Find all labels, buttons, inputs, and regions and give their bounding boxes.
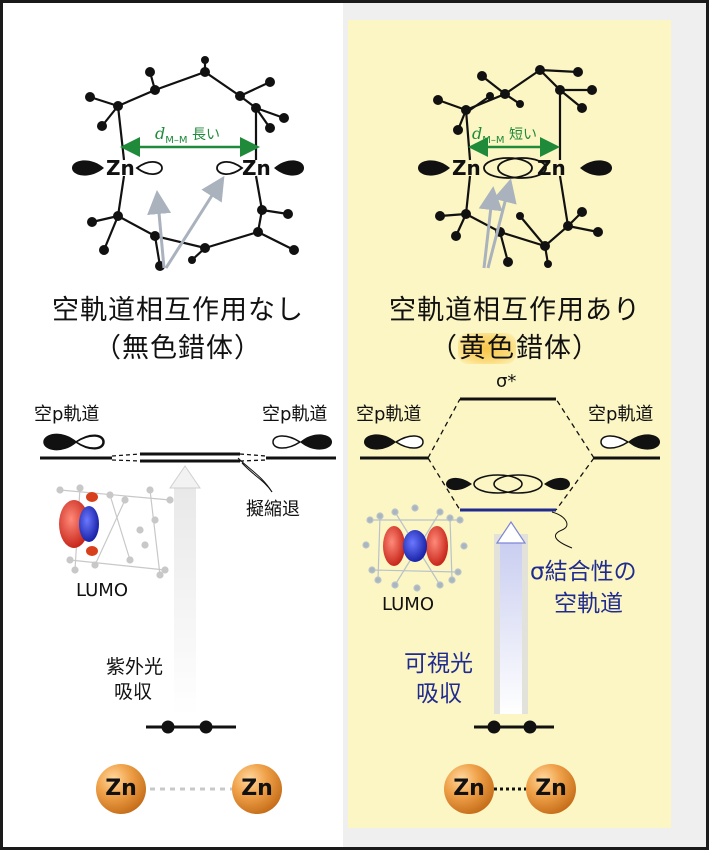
left-caption-line1: 空軌道相互作用なし: [52, 295, 304, 326]
right-caption-open: （: [430, 333, 458, 364]
right-sigma-label-line2: 空軌道: [554, 591, 623, 617]
right-empty-p-orbital-left-white: [394, 435, 424, 449]
left-zn2-inner-lobe: [216, 161, 244, 175]
visible-light-arrowhead: [495, 520, 527, 544]
left-empty-p-orbital-right-white: [272, 435, 302, 449]
right-sigma-orbital-shape: [446, 474, 570, 494]
left-distance-text: 長い: [187, 127, 220, 143]
right-empty-p-orbital-left: [364, 434, 396, 450]
left-absorption-line1: 紫外光: [106, 656, 164, 678]
right-caption-rest: 錯体: [516, 333, 572, 364]
right-distance-label: dM–M 短い: [472, 124, 537, 146]
visible-light-beam: [500, 540, 522, 714]
left-caption-line2: （無色錯体）: [8, 326, 348, 365]
right-zn-atom-2: Zn: [537, 156, 566, 180]
left-zn-atom-1: Zn: [106, 156, 135, 180]
right-caption-highlight: 黄色: [458, 333, 516, 364]
right-absorption-line2: 吸収: [416, 681, 462, 707]
right-absorption-line1: 可視光: [404, 651, 473, 677]
right-caption-line2: （黄色錯体）: [350, 326, 680, 365]
right-zn1-outer-lobe: [418, 160, 450, 176]
left-orbital-label-right: 空p軌道: [262, 404, 328, 425]
right-sigma-pointer: [551, 511, 573, 549]
left-electron-2: [199, 720, 213, 734]
right-empty-p-orbital-right: [628, 434, 660, 450]
left-orbital-label-left: 空p軌道: [34, 404, 100, 425]
right-distance-symbol: d: [472, 124, 483, 143]
left-distance-symbol: d: [155, 124, 166, 143]
right-empty-p-orbital-right-white: [600, 435, 630, 449]
right-orbital-label-left: 空p軌道: [356, 404, 422, 425]
left-zn1-inner-lobe: [135, 161, 163, 175]
right-sigma-label-line1: σ結合性の: [530, 559, 637, 585]
left-empty-p-orbital-left-white: [74, 435, 104, 449]
right-bonding-orbital: [483, 157, 547, 179]
right-lumo-label: LUMO: [382, 594, 435, 615]
left-zn1-outer-lobe: [72, 160, 104, 176]
left-zn-atom-2: Zn: [242, 156, 271, 180]
right-mo-correlation-lines: [427, 398, 595, 511]
right-caption-line1: 空軌道相互作用あり: [389, 295, 641, 326]
left-empty-p-orbital-right: [300, 434, 332, 450]
left-distance-subscript: M–M: [165, 135, 188, 147]
uv-light-beam: [174, 485, 196, 715]
left-distance-label: dM–M 長い: [155, 124, 220, 146]
right-pointer-arrows: [478, 178, 517, 269]
right-distance-subscript: M–M: [482, 135, 505, 147]
right-molecule-atoms: [433, 65, 603, 268]
right-sigma-star-label: σ*: [496, 371, 517, 392]
left-degenerate-pointer2: [241, 462, 273, 493]
left-zn-ball-2: Zn: [232, 764, 282, 814]
left-caption-open: （: [94, 333, 122, 364]
right-zn2-outer-lobe: [580, 160, 612, 176]
right-electron-1: [487, 720, 501, 734]
uv-light-arrowhead: [169, 465, 201, 489]
left-dashed-connectors: [111, 453, 267, 462]
left-pointer-arrows: [147, 175, 225, 269]
left-lumo-model: [56, 484, 174, 579]
left-caption-text: 無色錯体: [122, 333, 234, 364]
left-zn2-outer-lobe: [274, 160, 304, 176]
right-lumo-model: [362, 504, 468, 592]
left-electron-1: [161, 720, 175, 734]
right-zn-atom-1: Zn: [452, 156, 481, 180]
right-distance-text: 短い: [504, 127, 537, 143]
left-absorption-line2: 吸収: [114, 681, 153, 703]
left-caption-close: ）: [234, 333, 262, 364]
right-caption-close: ）: [572, 333, 600, 364]
right-zn-ball-1: Zn: [444, 764, 494, 814]
right-orbital-label-right: 空p軌道: [588, 404, 654, 425]
left-molecule-atoms: [85, 56, 299, 271]
left-lumo-label: LUMO: [76, 580, 129, 601]
left-degenerate-label: 擬縮退: [246, 499, 300, 520]
right-zn-ball-2: Zn: [526, 764, 576, 814]
right-electron-2: [523, 720, 537, 734]
left-zn-ball-1: Zn: [96, 764, 146, 814]
